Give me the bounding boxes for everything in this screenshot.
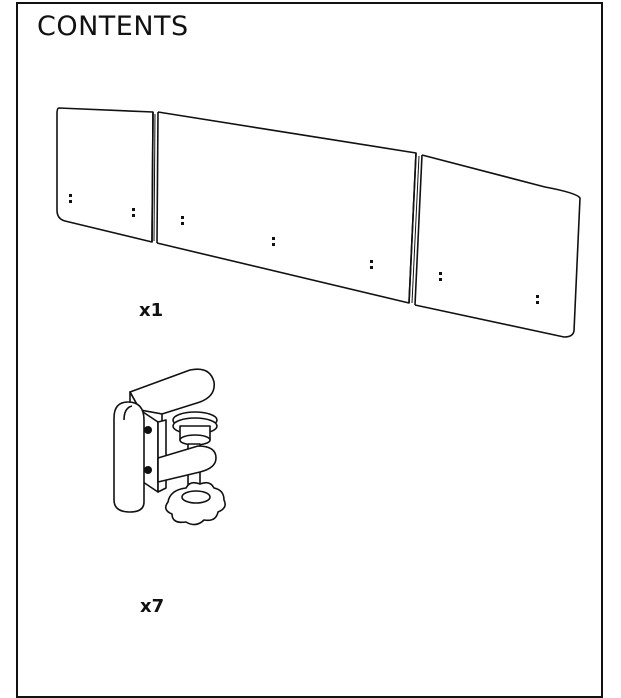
- privacy-panel-illustration: [56, 107, 581, 338]
- clamp-quantity: x7: [140, 596, 165, 617]
- desk-clamp-illustration: [113, 368, 226, 526]
- page-title: CONTENTS: [37, 11, 189, 42]
- panel-quantity: x1: [139, 300, 164, 321]
